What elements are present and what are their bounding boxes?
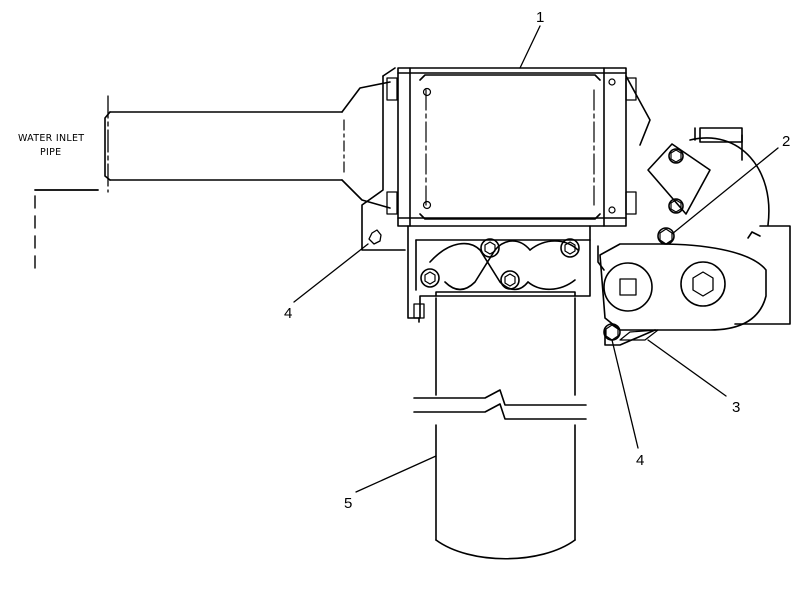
filter-head (407, 225, 591, 323)
inlet-label-line1: WATER INLET (18, 133, 84, 144)
water-inlet-pipe (34, 81, 391, 269)
leader-lines (293, 25, 779, 493)
callout-5: 5 (344, 495, 352, 512)
callout-4-left: 4 (284, 305, 292, 322)
callout-1: 1 (536, 9, 544, 26)
pump-housing (386, 67, 637, 227)
callout-3: 3 (732, 399, 740, 416)
mounting-bracket-left (361, 67, 406, 251)
inlet-label-line2: PIPE (40, 147, 61, 158)
filter-canister (413, 291, 587, 560)
callout-2: 2 (782, 133, 790, 150)
pump-drive-housing (597, 75, 791, 346)
callout-4-right: 4 (636, 452, 644, 469)
